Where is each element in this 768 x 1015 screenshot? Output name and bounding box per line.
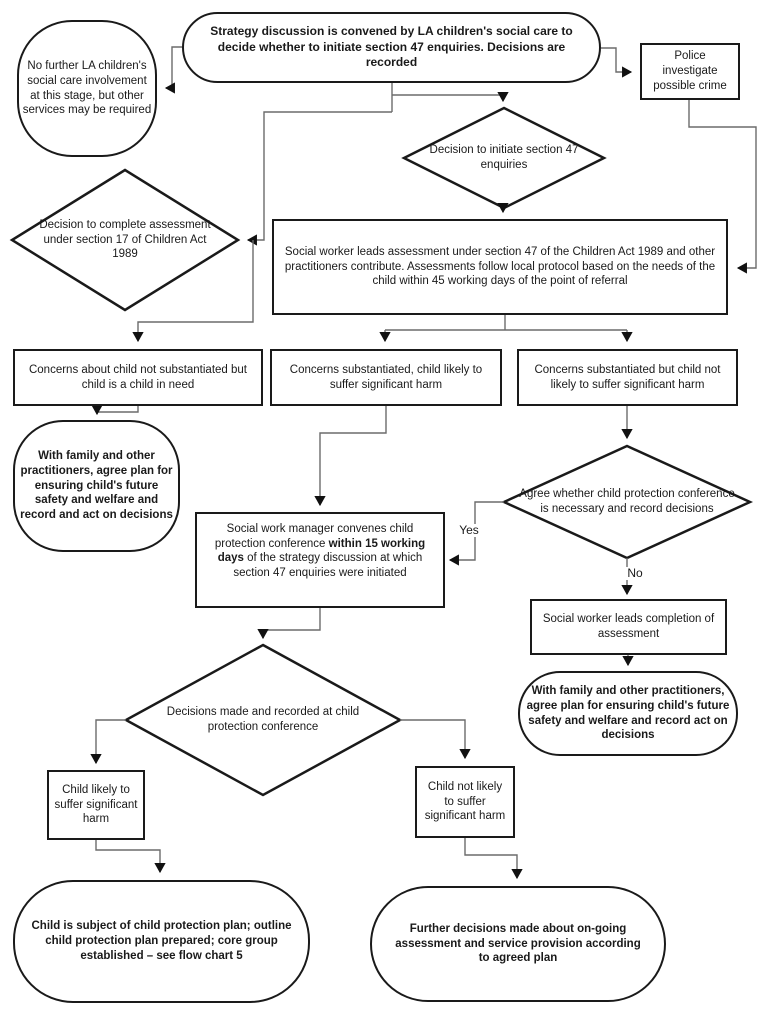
connector <box>464 838 523 880</box>
decisions-recorded-label: Decisions made and recorded at child pro… <box>166 706 360 733</box>
connector <box>688 100 757 274</box>
connector <box>601 47 633 78</box>
connector <box>132 240 254 343</box>
node-child-protection-plan: Child is subject of child protection pla… <box>13 880 310 1003</box>
node-family-plan-record-act-right: With family and other practitioners, agr… <box>518 671 738 756</box>
node-no-further-involvement: No further LA children's social care inv… <box>17 20 157 157</box>
connector <box>90 719 126 765</box>
connector <box>246 111 392 246</box>
decision-complete-s17-label: Decision to complete assessment under se… <box>39 218 211 261</box>
node-completion-of-assessment: Social worker leads completion of assess… <box>530 599 727 655</box>
node-family-plan-record-act: With family and other practitioners, agr… <box>13 420 180 552</box>
decision-complete-s17-diamond <box>9 168 241 312</box>
edge-label-no: No <box>620 566 650 581</box>
node-child-likely-harm: Child likely to suffer significant harm <box>47 770 145 840</box>
agree-conference-label: Agree whether child protection conferenc… <box>519 488 735 515</box>
manager-label-post: of the strategy discussion at which sect… <box>233 552 423 580</box>
node-concerns-not-substantiated: Concerns about child not substantiated b… <box>13 349 263 406</box>
decision-initiate-s47-label: Decision to initiate section 47 enquirie… <box>429 144 579 171</box>
connector <box>95 840 166 874</box>
decisions-recorded-diamond <box>123 643 403 797</box>
connector <box>164 46 182 94</box>
node-police-investigate: Police investigate possible crime <box>640 43 740 100</box>
node-concerns-substantiated-not-likely-harm: Concerns substantiated but child not lik… <box>517 349 738 406</box>
manager-label-pre: Social work manager convenes child prote… <box>214 523 414 550</box>
node-further-decisions: Further decisions made about on-going as… <box>370 886 666 1002</box>
connector <box>400 719 471 760</box>
connector <box>91 405 139 416</box>
manager-label-bold: within 15 working days <box>217 537 426 565</box>
connector <box>314 406 387 507</box>
node-manager-convenes-conference: Social work manager convenes child prote… <box>195 512 445 608</box>
node-strategy-discussion: Strategy discussion is convened by LA ch… <box>182 12 601 83</box>
connector <box>392 92 509 103</box>
node-child-not-likely-harm: Child not likely to suffer significant h… <box>415 766 515 838</box>
connector <box>257 608 321 640</box>
edge-label-yes: Yes <box>452 523 486 538</box>
node-s47-assessment: Social worker leads assessment under sec… <box>272 219 728 315</box>
node-concerns-substantiated-likely-harm: Concerns substantiated, child likely to … <box>270 349 502 406</box>
